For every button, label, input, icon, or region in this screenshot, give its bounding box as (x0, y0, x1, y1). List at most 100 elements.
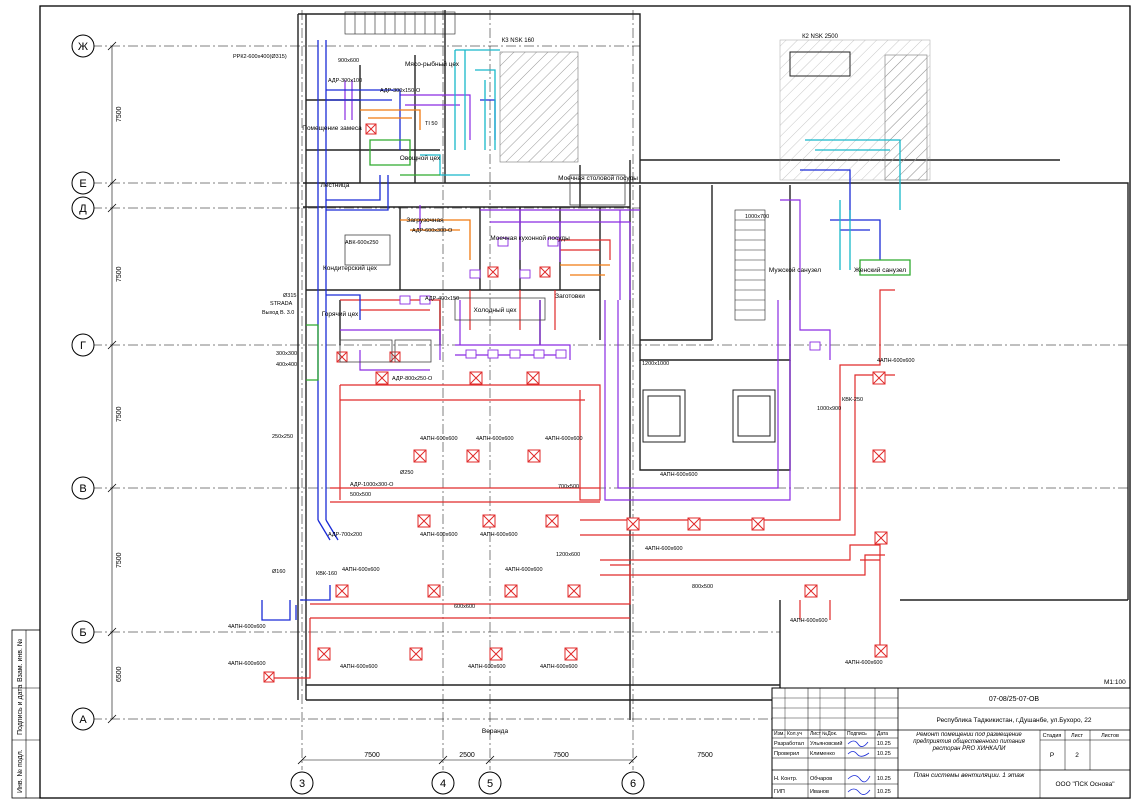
label-diff-9: 4АПН-600х600 (505, 567, 543, 573)
diffuser (409, 647, 423, 661)
tb-code: 07-08/25-07-ОВ (989, 696, 1040, 703)
axis-marker-3: 3 (290, 771, 314, 795)
label-diff-10: 4АПН-600х600 (340, 664, 378, 670)
side-stamp: Взам. инв. № Подпись и дата Инв. № подл. (11, 629, 41, 799)
label-adr4: АДР-600х300-О (412, 228, 453, 234)
svg-text:Е: Е (79, 178, 86, 190)
axis-marker-5: 5 (478, 771, 502, 795)
axis-marker-e: Е (71, 171, 95, 195)
dim-d-g: 7500 (116, 266, 123, 282)
tb-sheet-h: Лист (1071, 733, 1083, 739)
label-strada: STRADA (270, 301, 293, 307)
svg-text:4: 4 (440, 778, 446, 790)
kitchen-hoods (339, 174, 626, 363)
label-adr1: АДР-300х100 (328, 78, 362, 84)
svg-text:Г: Г (80, 340, 86, 352)
room-zagruzochnaya: Загрузочная (406, 217, 444, 224)
label-diff-7: 4АПН-600х600 (660, 472, 698, 478)
svg-text:В: В (79, 483, 86, 495)
elevator-shafts (642, 389, 776, 443)
room-goryachiy: Горячий цех (322, 310, 359, 318)
diffuser (335, 584, 349, 598)
dim-bottom-2: 2500 (459, 752, 475, 759)
label-sec11: 900х600 (338, 58, 359, 64)
tb-address: Республика Таджикистан, г.Душанбе, ул.Бу… (937, 716, 1092, 724)
label-diff-1: 4АПН-600х600 (420, 436, 458, 442)
label-diff-2: 4АПН-600х600 (476, 436, 514, 442)
label-adr3: АДР-400х150 (425, 296, 459, 302)
stamp-label-replace: Взам. инв. № (17, 639, 24, 682)
label-diff-16: 4АПН-600х600 (228, 624, 266, 630)
diffuser (365, 123, 377, 135)
label-sec6: 1200х600 (556, 552, 580, 558)
diffuser (804, 584, 818, 598)
diffuser (504, 584, 518, 598)
signature-mark (847, 751, 870, 757)
tb-date-3: 10.25 (877, 776, 891, 782)
sheet-frame (39, 5, 1131, 799)
diffuser (567, 584, 581, 598)
stairs (344, 11, 766, 321)
label-avk: АВК-600х250 (345, 240, 378, 246)
signature-mark (847, 775, 871, 783)
diffuser (751, 517, 765, 531)
exhaust-grilles (399, 237, 821, 359)
diffuser (427, 584, 441, 598)
duct-annotations: АДР-300х100 АДР-300х150-О АДР-400х150 АД… (228, 54, 915, 670)
diffuser (482, 514, 496, 528)
grid-axes (92, 10, 1128, 770)
label-adr5: АДР-800х250-О (392, 376, 433, 382)
diffuser (872, 449, 886, 463)
label-sec8: 300х300 (276, 351, 297, 357)
svg-text:Б: Б (79, 627, 86, 639)
label-sec2: 1000х900 (817, 406, 841, 412)
roof-equipment-zone (779, 39, 931, 181)
diffuser (413, 449, 427, 463)
diffuser (263, 671, 275, 683)
diffuser (466, 449, 480, 463)
tb-name-2: Клименко (810, 751, 835, 757)
tb-h-date: Дата (877, 731, 888, 737)
label-sec4: 500х500 (350, 492, 371, 498)
axis-marker-d: Д (71, 196, 95, 220)
diffuser (317, 647, 331, 661)
supply-diffusers (263, 123, 888, 683)
label-d2: Ø160 (272, 569, 285, 575)
svg-text:5: 5 (487, 778, 493, 790)
tb-h-izm: Изм. (774, 731, 785, 737)
axis-marker-6: 6 (621, 771, 645, 795)
diffuser (526, 371, 540, 385)
tb-drawing: План системы вентиляции. 1 этаж (913, 772, 1025, 779)
label-ti: TI 50 (425, 121, 438, 127)
column-axis-markers: 3 4 5 6 (290, 771, 645, 795)
label-sec10: 250х250 (272, 434, 293, 440)
blue-ductwork (261, 40, 881, 621)
axis-marker-zh: Ж (71, 34, 95, 58)
room-zagotovki: Заготовки (555, 293, 585, 300)
dim-b-a: 6500 (116, 666, 123, 682)
label-kvk2: КВК-160 (316, 571, 337, 577)
label-diff-11: 4АПН-600х600 (468, 664, 506, 670)
diffuser (489, 647, 503, 661)
axis-marker-a: А (71, 707, 95, 731)
label-diff-17: 4АПН-600х600 (228, 661, 266, 667)
tb-h-list: Лист (810, 731, 822, 737)
label-d3: Ø315 (283, 293, 296, 299)
diffuser (874, 644, 888, 658)
axis-marker-4: 4 (431, 771, 455, 795)
stamp-label-inv: Инв. № подл. (17, 749, 24, 793)
vent-unit-k2 (789, 51, 851, 77)
room-konditerskiy: Кондитерский цех (323, 264, 378, 272)
tb-sheets-h: Листов (1101, 733, 1119, 739)
supply-ductwork (270, 239, 895, 679)
svg-text:Ж: Ж (78, 41, 88, 53)
diffuser (545, 514, 559, 528)
tb-h-kol: Кол.уч (787, 731, 802, 737)
dim-bottom-3: 7500 (553, 752, 569, 759)
signature-mark (847, 740, 869, 747)
label-sec3: 800х500 (692, 584, 713, 590)
label-sec12: 1000х700 (745, 214, 769, 220)
axis-marker-b: Б (71, 620, 95, 644)
tb-h-sign: Подпись (847, 731, 867, 737)
